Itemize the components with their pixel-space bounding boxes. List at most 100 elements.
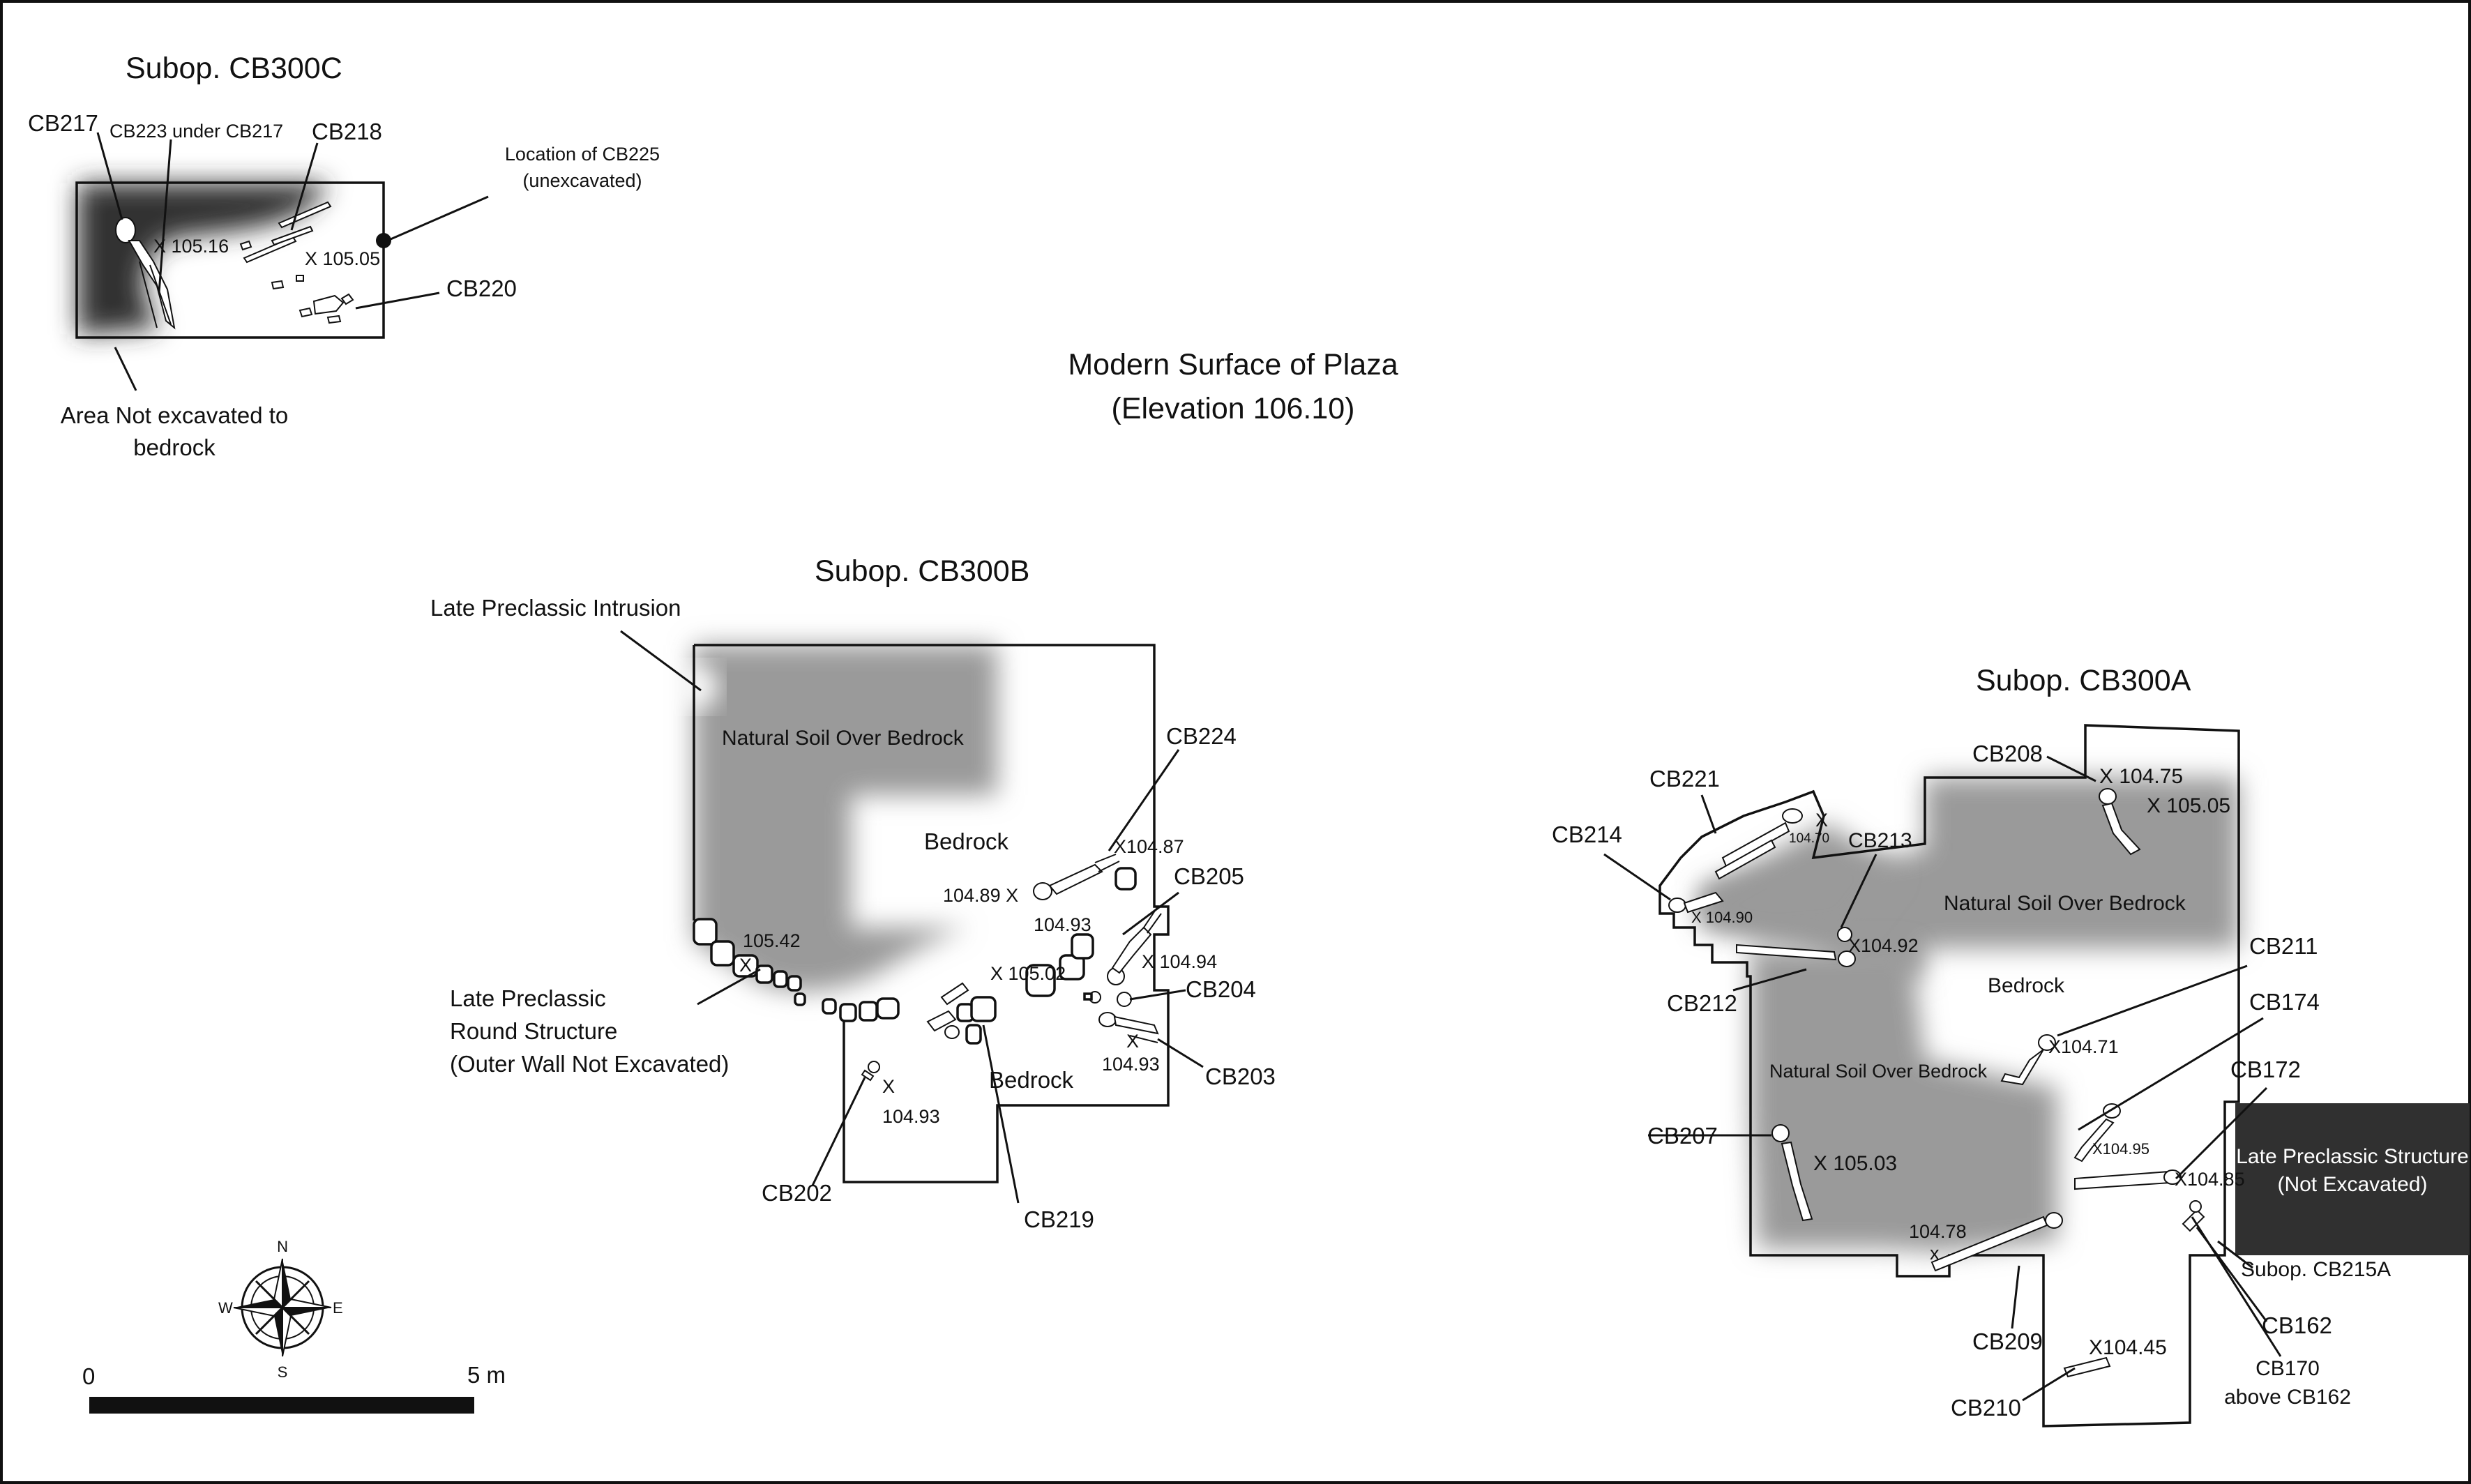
elev-104-78: 104.78 (1909, 1221, 1967, 1242)
unexcavated-area (78, 183, 328, 335)
subop-cb300a: Subop. CB300A CB221 CB214 CB213 CB212 CB… (1552, 664, 2470, 1428)
label-cb204: CB204 (1186, 976, 1256, 1002)
compass-s: S (278, 1363, 288, 1381)
label-natural-soil-b: Natural Soil Over Bedrock (722, 727, 965, 750)
elev-104-93a: 104.93 (1034, 914, 1091, 935)
label-cb214: CB214 (1552, 821, 1622, 847)
label-cb172: CB172 (2230, 1057, 2301, 1082)
elev-105-05: X 105.05 (305, 248, 380, 269)
label-cb212: CB212 (1667, 990, 1737, 1016)
elev-105-16: X 105.16 (153, 236, 229, 257)
subop-cb300c: Subop. CB300C CB217 CB223 under CB217 CB… (28, 52, 660, 460)
label-cb218: CB218 (312, 119, 382, 144)
elev-x-cb209: x (1930, 1243, 1940, 1264)
burial-cb203 (1098, 1012, 1159, 1043)
elev-104-92: X104.92 (1848, 935, 1919, 956)
label-not-excavated-2: bedrock (133, 434, 216, 460)
burial-cb218 (239, 201, 332, 290)
label-cb221: CB221 (1649, 766, 1720, 792)
label-round-1: Late Preclassic (450, 985, 606, 1011)
subop-a-boundary (1658, 724, 2240, 1428)
subop-b-boundary (694, 644, 1170, 1183)
elev-105-05-a: X 105.05 (2147, 794, 2230, 817)
elev-105-03: X 105.03 (1813, 1152, 1897, 1175)
label-natural-soil-a-top: Natural Soil Over Bedrock (1944, 892, 2186, 915)
scale-bar: 0 5 m (82, 1362, 506, 1414)
burial-cb207 (1771, 1124, 1813, 1222)
burial-cb202 (861, 1061, 880, 1082)
burial-cb214 (1668, 891, 1724, 914)
elev-104-90: X 104.90 (1691, 909, 1753, 926)
elev-104-85: X104.85 (2175, 1169, 2245, 1190)
elev-x-round: X (739, 955, 752, 976)
natural-soil-shading-b (694, 645, 997, 991)
label-cb209: CB209 (1972, 1328, 2043, 1354)
label-cb211: CB211 (2249, 933, 2318, 959)
label-cb205: CB205 (1174, 863, 1244, 889)
label-bedrock-b1: Bedrock (924, 828, 1009, 854)
label-round-2: Round Structure (450, 1018, 617, 1044)
elev-104-93c: 104.93 (882, 1106, 940, 1127)
elev-x-cb203: X (1126, 1031, 1139, 1052)
label-cb208: CB208 (1972, 741, 2043, 766)
elev-104-45: X104.45 (2089, 1336, 2167, 1359)
label-cb220: CB220 (446, 275, 517, 301)
burial-cb208 (2099, 788, 2141, 856)
elev-104-75: X 104.75 (2099, 765, 2183, 788)
elev-104-93b: 104.93 (1102, 1054, 1160, 1075)
modern-surface-line2: (Elevation 106.10) (1112, 392, 1355, 425)
scale-start: 0 (82, 1363, 95, 1389)
label-cb202: CB202 (762, 1180, 832, 1206)
label-bedrock-b2: Bedrock (989, 1067, 1074, 1093)
elev-104-71: X104.71 (2048, 1036, 2119, 1057)
burial-cb172 (2074, 1169, 2182, 1190)
burial-cb224 (1033, 854, 1120, 900)
label-cb219: CB219 (1024, 1206, 1094, 1232)
label-cb225-1: Location of CB225 (505, 144, 660, 165)
label-intrusion: Late Preclassic Intrusion (430, 595, 681, 621)
elev-105-42: 105.42 (743, 930, 801, 951)
label-bedrock-a: Bedrock (1988, 974, 2065, 997)
label-cb170-2: above CB162 (2224, 1386, 2351, 1409)
elev-104-89: 104.89 X (943, 885, 1018, 906)
burial-cb220 (299, 293, 354, 324)
label-cb217: CB217 (28, 110, 98, 136)
compass-w: W (218, 1299, 233, 1317)
elev-104-70: 104.70 (1789, 831, 1829, 846)
elev-104-87: X104.87 (1114, 836, 1184, 857)
scale-end: 5 m (467, 1362, 506, 1388)
subop-c-boundary (75, 181, 385, 339)
label-cb170-1: CB170 (2255, 1357, 2320, 1380)
label-structure-1: Late Preclassic Structure (2236, 1145, 2468, 1168)
label-cb174: CB174 (2249, 989, 2320, 1015)
label-cb223: CB223 under CB217 (109, 121, 283, 142)
burial-cb212 (1736, 927, 1856, 967)
subop-b-title: Subop. CB300B (815, 554, 1029, 588)
compass-e: E (333, 1299, 343, 1317)
subop-a-title: Subop. CB300A (1976, 664, 2191, 697)
burial-cb221 (1714, 808, 1803, 880)
elev-104-94: X 104.94 (1142, 951, 1217, 972)
label-not-excavated-1: Area Not excavated to (61, 402, 289, 428)
subop-cb300b: Subop. CB300B Late Preclassic Intrusion … (430, 554, 1276, 1232)
elev-105-02: X 105.02 (990, 963, 1066, 984)
label-cb207: CB207 (1647, 1123, 1718, 1149)
modern-surface-line1: Modern Surface of Plaza (1068, 348, 1398, 381)
label-round-3: (Outer Wall Not Excavated) (450, 1051, 729, 1077)
label-structure-2: (Not Excavated) (2277, 1173, 2427, 1196)
late-preclassic-structure (2235, 1103, 2470, 1255)
label-cb215a: Subop. CB215A (2241, 1258, 2391, 1281)
burial-cb217 (115, 217, 176, 330)
label-cb203: CB203 (1205, 1063, 1276, 1089)
elev-x-cb202: X (882, 1076, 895, 1097)
round-structure-stones (693, 867, 1137, 1045)
label-natural-soil-a-left: Natural Soil Over Bedrock (1769, 1061, 1988, 1082)
label-cb210: CB210 (1951, 1395, 2021, 1421)
label-cb224: CB224 (1166, 723, 1237, 749)
label-cb225-2: (unexcavated) (522, 170, 642, 191)
label-cb162: CB162 (2262, 1312, 2332, 1338)
compass-rose: N S E W (218, 1238, 343, 1381)
subop-c-title: Subop. CB300C (126, 52, 342, 85)
